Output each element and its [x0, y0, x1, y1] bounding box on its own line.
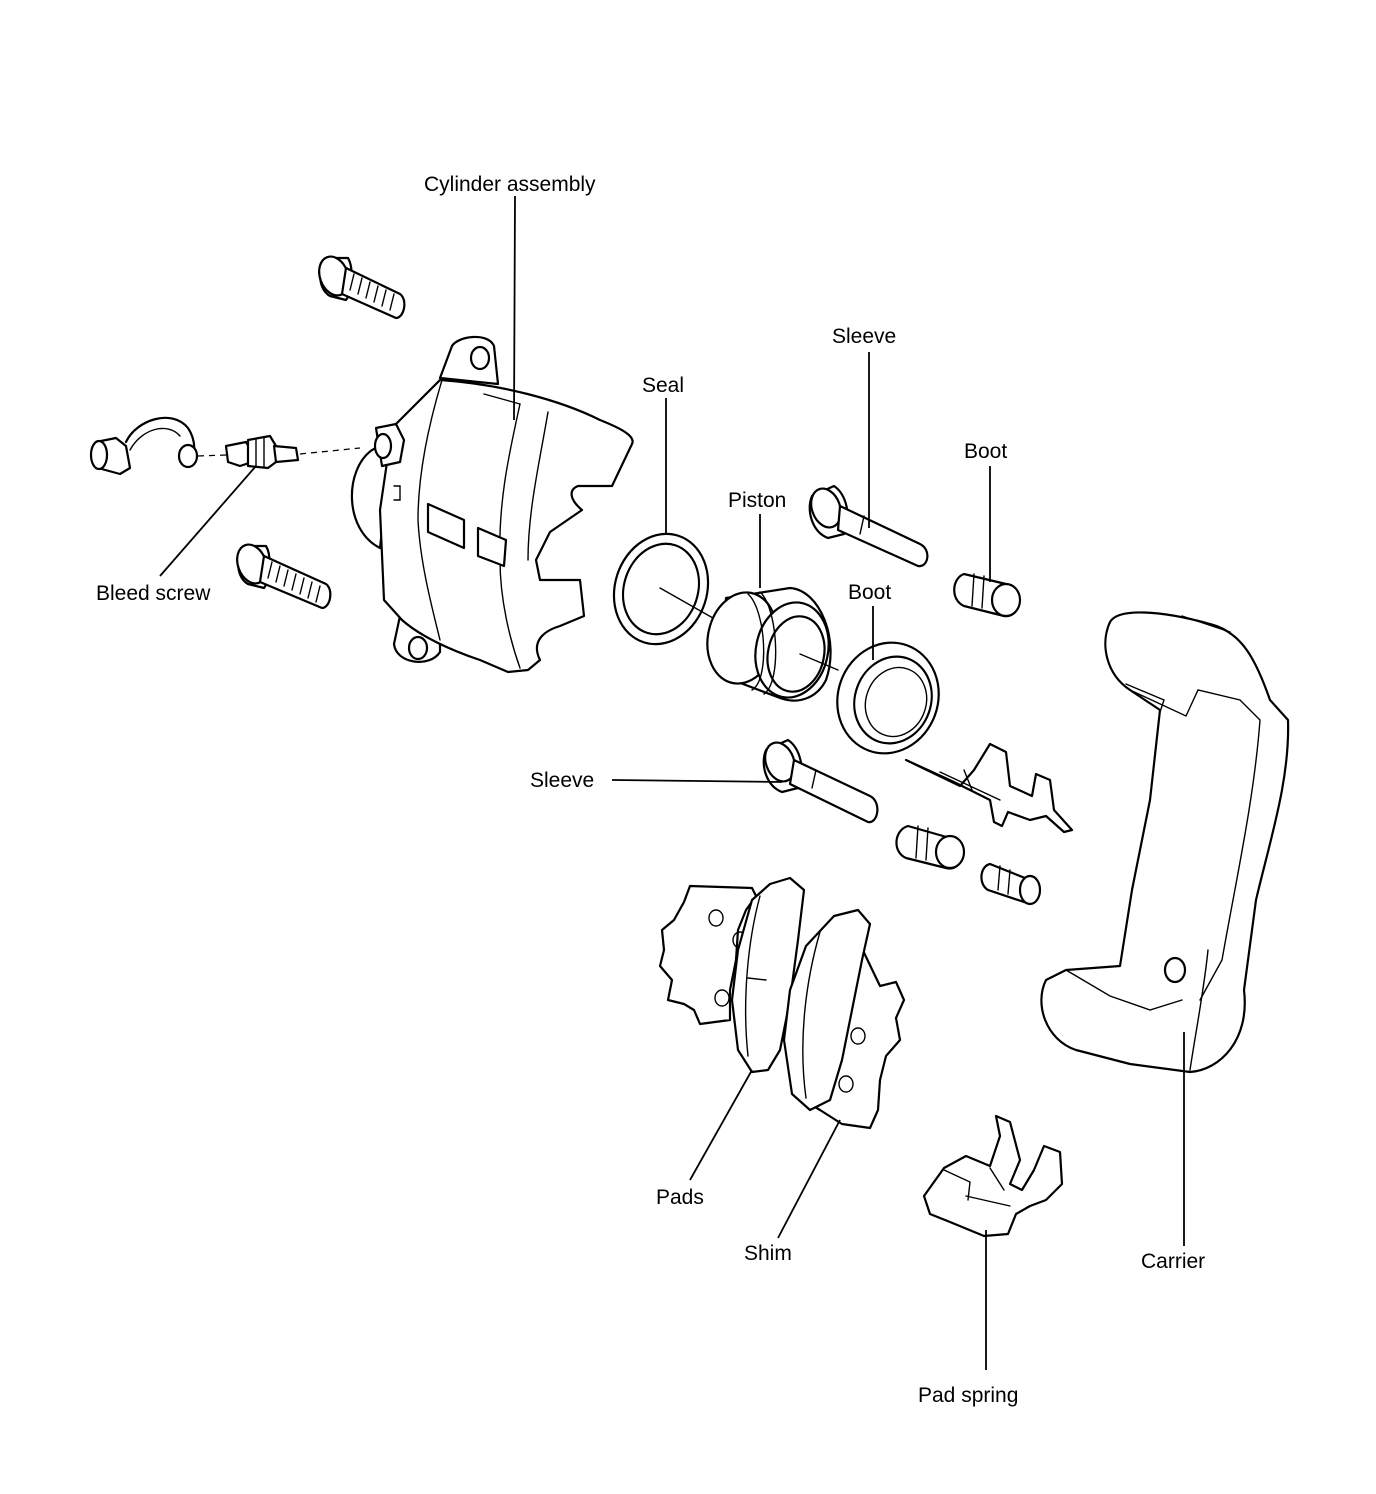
bleed-screw-axis [197, 447, 361, 457]
leader-sleeve-mid [611, 779, 783, 783]
brake-pad-outer [782, 908, 872, 1112]
leader-shim [777, 1119, 841, 1239]
bushing [980, 862, 1042, 906]
leader-bleed-screw [159, 465, 257, 577]
leader-lines [159, 195, 1185, 1370]
label-cylinder-assembly: Cylinder assembly [424, 173, 596, 196]
label-boot-top: Boot [964, 440, 1007, 463]
label-seal: Seal [642, 374, 684, 397]
anti-rattle-clip [904, 742, 1074, 834]
label-shim: Shim [744, 1242, 792, 1265]
label-piston: Piston [728, 489, 786, 512]
part-labels: Cylinder assembly Seal Sleeve Boot Pisto… [96, 173, 1205, 1407]
caliper-bolt-upper [318, 255, 406, 320]
label-sleeve-top: Sleeve [832, 325, 896, 348]
leader-pads [689, 1069, 753, 1181]
bleeder-cap [89, 416, 199, 476]
label-carrier: Carrier [1141, 1250, 1205, 1273]
caliper-bolt-lower [236, 543, 332, 610]
piston-boot [836, 641, 940, 755]
pad-spring-part [922, 1114, 1064, 1238]
label-pads: Pads [656, 1186, 704, 1209]
sleeve-boot-upper [953, 572, 1022, 618]
label-pad-spring: Pad spring [918, 1384, 1018, 1407]
label-boot-mid: Boot [848, 581, 891, 604]
brake-pad-inner [730, 876, 806, 1074]
bleed-screw-part [224, 434, 300, 470]
label-bleed-screw: Bleed screw [96, 582, 211, 605]
piston-axis-line [659, 587, 721, 623]
sleeve-lower-part [762, 738, 879, 824]
label-sleeve-mid: Sleeve [530, 769, 594, 792]
sleeve-upper-part [808, 484, 929, 568]
piston-boot-axis [799, 653, 839, 671]
caliper-housing [350, 335, 634, 674]
sleeve-boot-lower [895, 824, 966, 870]
shim-inner [658, 884, 758, 1026]
carrier-bracket [1040, 611, 1290, 1074]
leader-cylinder-assembly [513, 195, 516, 421]
piston-part [706, 586, 832, 702]
